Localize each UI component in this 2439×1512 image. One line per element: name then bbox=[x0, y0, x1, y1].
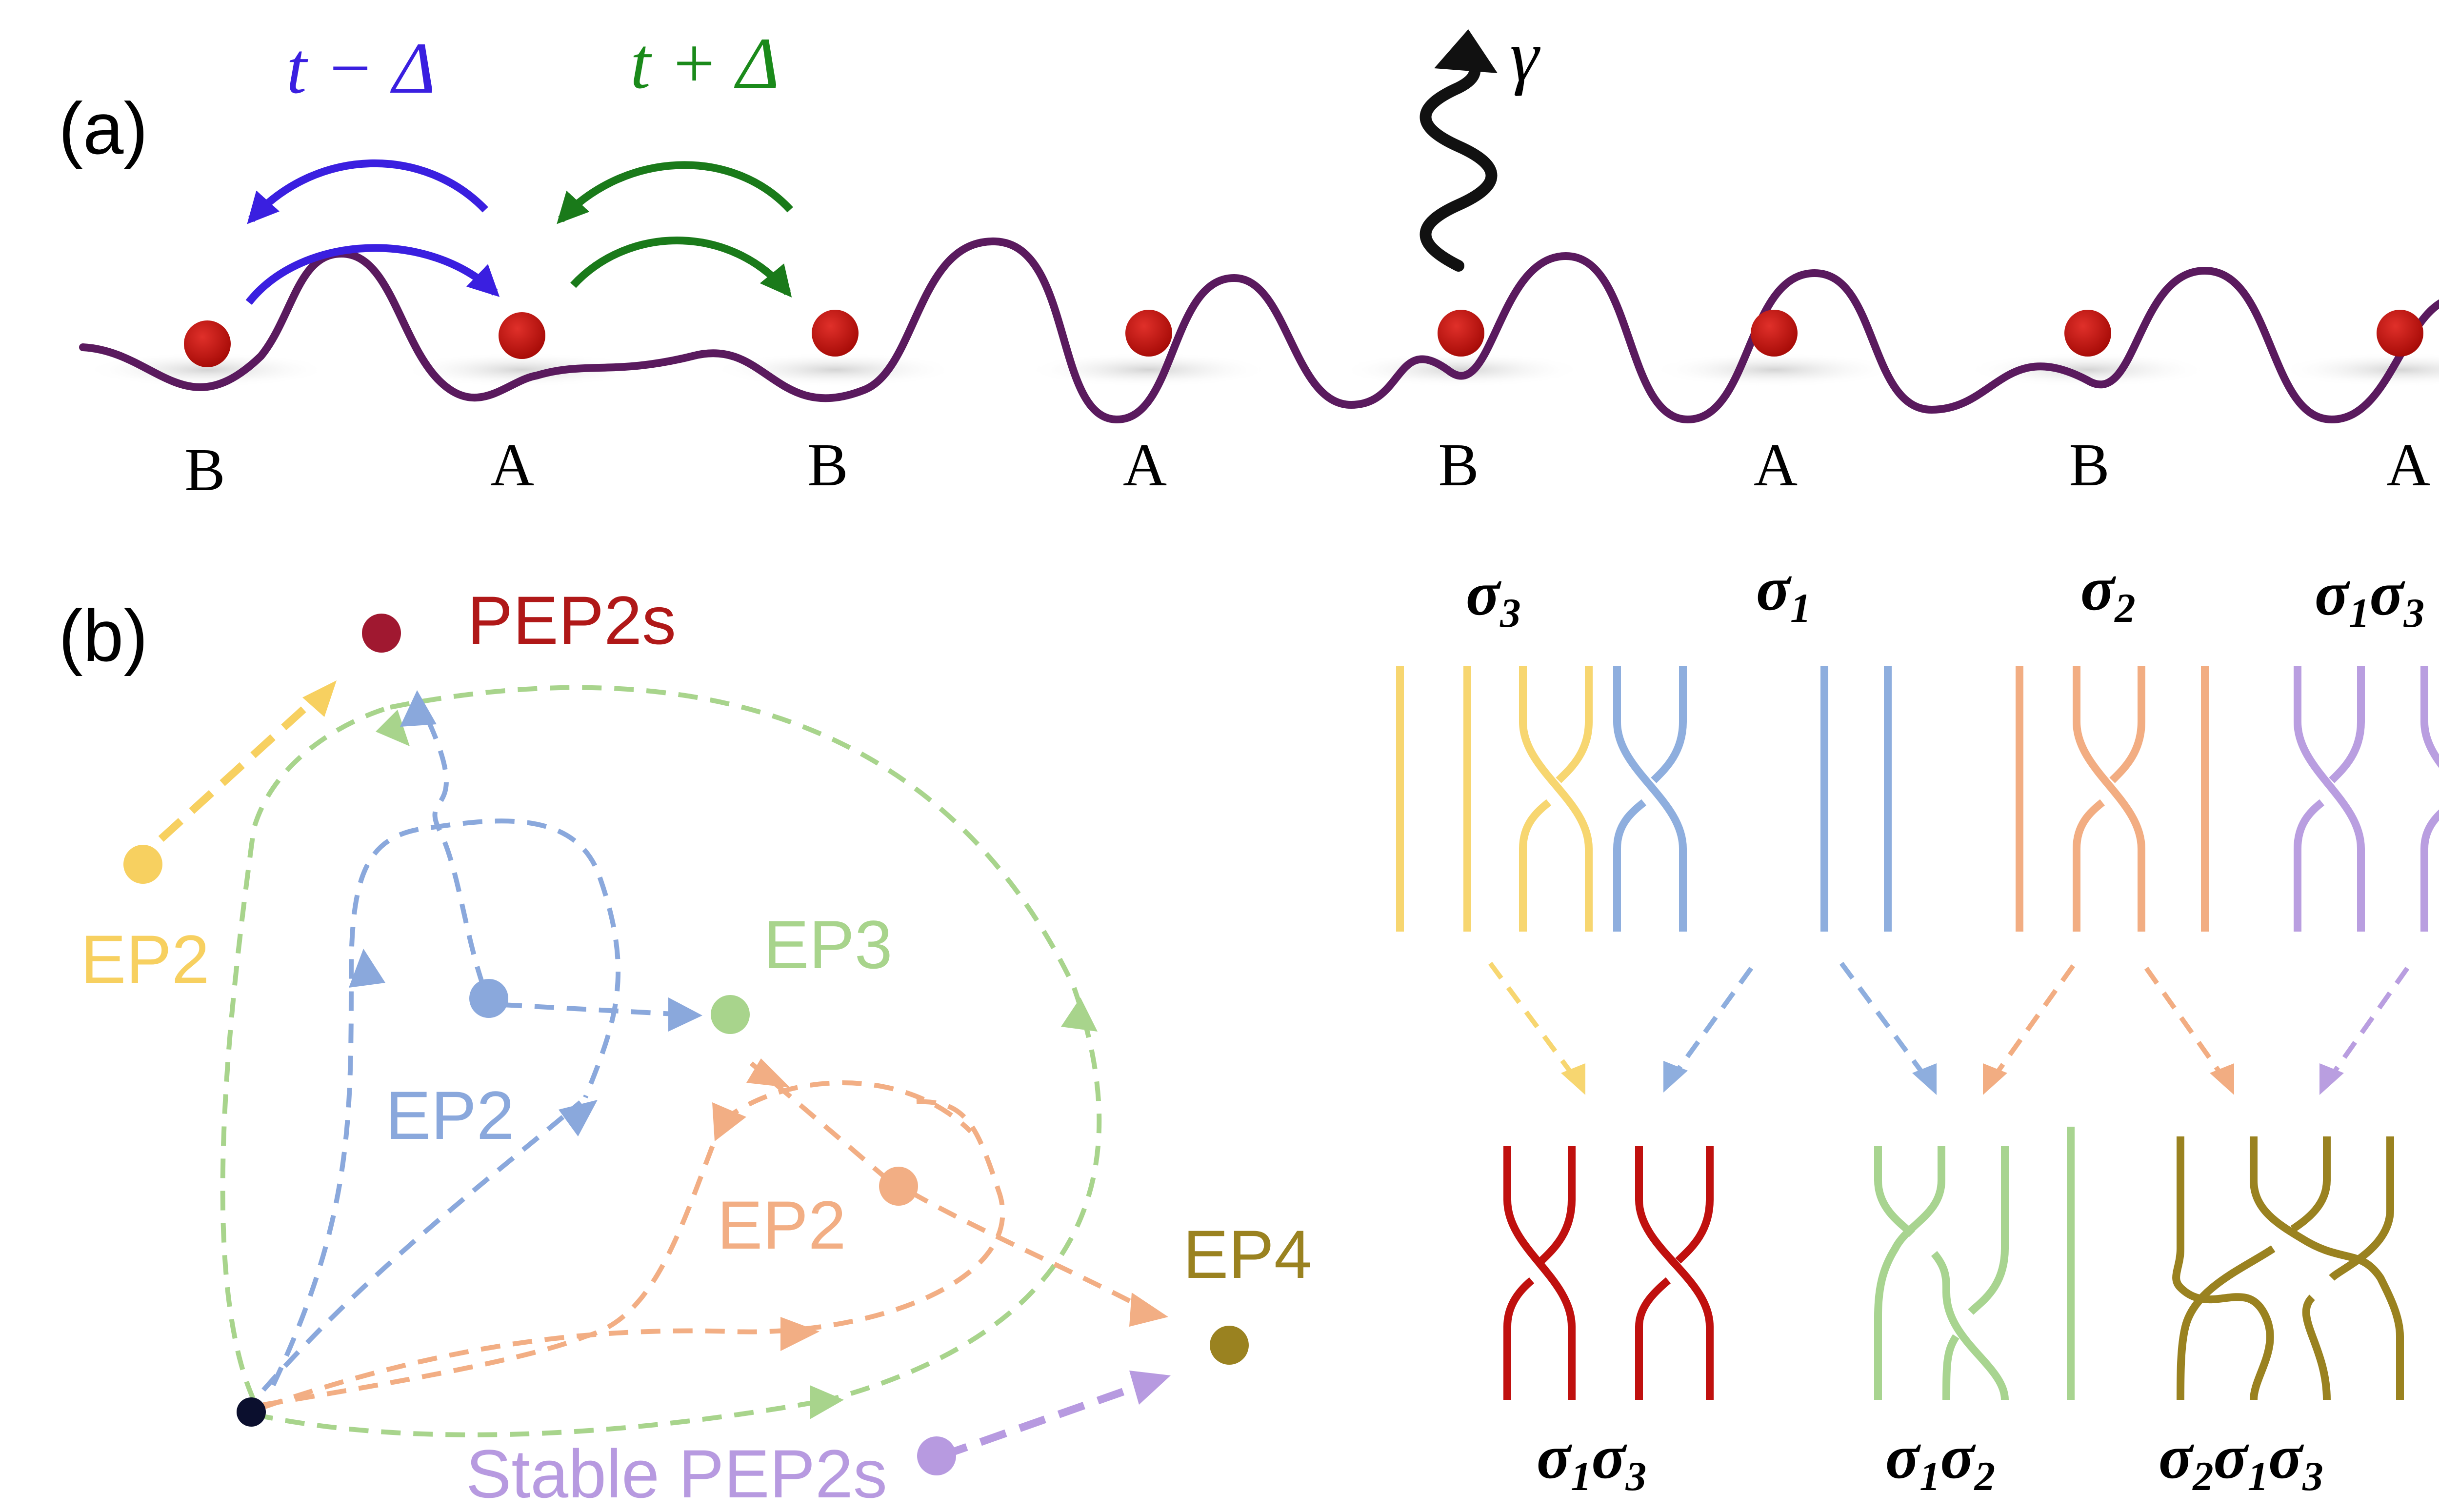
site-label: A bbox=[490, 432, 534, 499]
green-arrowhead bbox=[810, 1385, 844, 1419]
ep3-node bbox=[711, 995, 750, 1034]
panel-a-label: (a) bbox=[59, 87, 148, 169]
pep2s-node bbox=[362, 614, 401, 653]
site-label: B bbox=[2069, 432, 2109, 499]
gamma-label: γ bbox=[1510, 16, 1540, 97]
stable-node bbox=[917, 1436, 956, 1475]
site-label: A bbox=[1754, 432, 1798, 499]
atom bbox=[2064, 310, 2111, 357]
braid-label-top: σ3 bbox=[1466, 558, 1521, 636]
ep2-blue-label: EP2 bbox=[385, 1077, 515, 1154]
ep2-yellow-node bbox=[123, 845, 162, 884]
hop-left-arrows bbox=[245, 159, 500, 305]
braid-result-sigma1-sigma3 bbox=[1503, 1146, 1714, 1400]
atom bbox=[1125, 310, 1172, 357]
blue-arrowhead bbox=[349, 949, 385, 988]
braid-label-top: σ1σ3 bbox=[2315, 558, 2424, 636]
braid-label-bottom: σ1σ3 bbox=[1537, 1422, 1646, 1499]
braid-arrowheads bbox=[1561, 1061, 2344, 1095]
orange-arrowhead bbox=[712, 1102, 746, 1141]
orange-arrowhead bbox=[1129, 1293, 1168, 1327]
orange-arrowhead bbox=[780, 1317, 820, 1351]
panel-b-label: (b) bbox=[59, 595, 148, 676]
green-arrowhead bbox=[376, 710, 410, 746]
hop-arrow bbox=[245, 244, 500, 305]
yellow-arrowhead bbox=[302, 680, 337, 717]
ep2-blue-node bbox=[469, 979, 508, 1018]
blue-arrowhead bbox=[400, 690, 437, 727]
braid-label-top: σ1 bbox=[1756, 554, 1811, 631]
site-labels: B A B A B A B A bbox=[184, 432, 2430, 504]
site-label: B bbox=[807, 432, 848, 499]
yellow-path bbox=[158, 690, 325, 842]
green-arrowhead bbox=[1061, 997, 1098, 1032]
ep2-orange-node bbox=[879, 1167, 918, 1206]
orange-arrowhead bbox=[746, 1058, 790, 1088]
blue-arrowhead bbox=[668, 997, 702, 1032]
blue-paths bbox=[261, 701, 683, 1392]
atoms bbox=[184, 310, 2423, 367]
site-label: B bbox=[184, 437, 225, 504]
purple-arrowhead bbox=[1129, 1371, 1171, 1405]
purple-path bbox=[940, 1381, 1143, 1460]
ep3-label: EP3 bbox=[763, 906, 893, 983]
braid-diagrams bbox=[1396, 666, 2439, 1400]
atom bbox=[812, 310, 859, 357]
ep2-orange-label: EP2 bbox=[717, 1187, 846, 1263]
atom bbox=[499, 312, 545, 359]
blue-arrowhead bbox=[559, 1100, 598, 1136]
hop-right-label: t + Δ bbox=[630, 23, 780, 104]
hop-arrow bbox=[557, 161, 793, 224]
braid-label-bottom: σ2σ1σ3 bbox=[2159, 1422, 2323, 1499]
potential-chain bbox=[79, 237, 2439, 424]
origin-node bbox=[237, 1397, 266, 1427]
atom bbox=[2377, 310, 2423, 357]
hop-arrow bbox=[247, 159, 488, 224]
hop-left-label: t − Δ bbox=[286, 28, 436, 109]
green-paths bbox=[220, 685, 1102, 1437]
atom bbox=[184, 320, 231, 367]
braid-sigma1-sigma3 bbox=[2294, 666, 2439, 932]
braid-sigma1 bbox=[1613, 666, 1892, 932]
hop-right-arrows bbox=[557, 161, 793, 298]
ep2-yellow-label: EP2 bbox=[80, 921, 210, 997]
panel-a: (a) B A B bbox=[59, 16, 2439, 504]
atom bbox=[1751, 310, 1798, 357]
braid-result-sigma1-sigma2 bbox=[1874, 1127, 2075, 1400]
braid-label-top: σ2 bbox=[2080, 554, 2136, 631]
braid-sigma2 bbox=[2016, 666, 2209, 932]
ep4-node bbox=[1210, 1326, 1249, 1365]
stable-label: Stable PEP2s bbox=[466, 1435, 887, 1512]
photon-emission-icon bbox=[1419, 29, 1498, 272]
braid-result-sigma2-sigma1-sigma3 bbox=[2172, 1136, 2404, 1400]
braid-sigma3 bbox=[1396, 666, 1593, 932]
pep2s-label: PEP2s bbox=[467, 582, 676, 658]
panel-b: (b) bbox=[59, 582, 1312, 1512]
site-label: A bbox=[2386, 432, 2430, 499]
atom bbox=[1438, 310, 1484, 357]
braid-arrows bbox=[1488, 962, 2410, 1077]
hop-arrow bbox=[570, 237, 792, 298]
site-label: B bbox=[1438, 432, 1479, 499]
ep4-label: EP4 bbox=[1183, 1216, 1312, 1293]
site-label: A bbox=[1123, 432, 1167, 499]
braid-label-bottom: σ1σ2 bbox=[1885, 1422, 1995, 1499]
